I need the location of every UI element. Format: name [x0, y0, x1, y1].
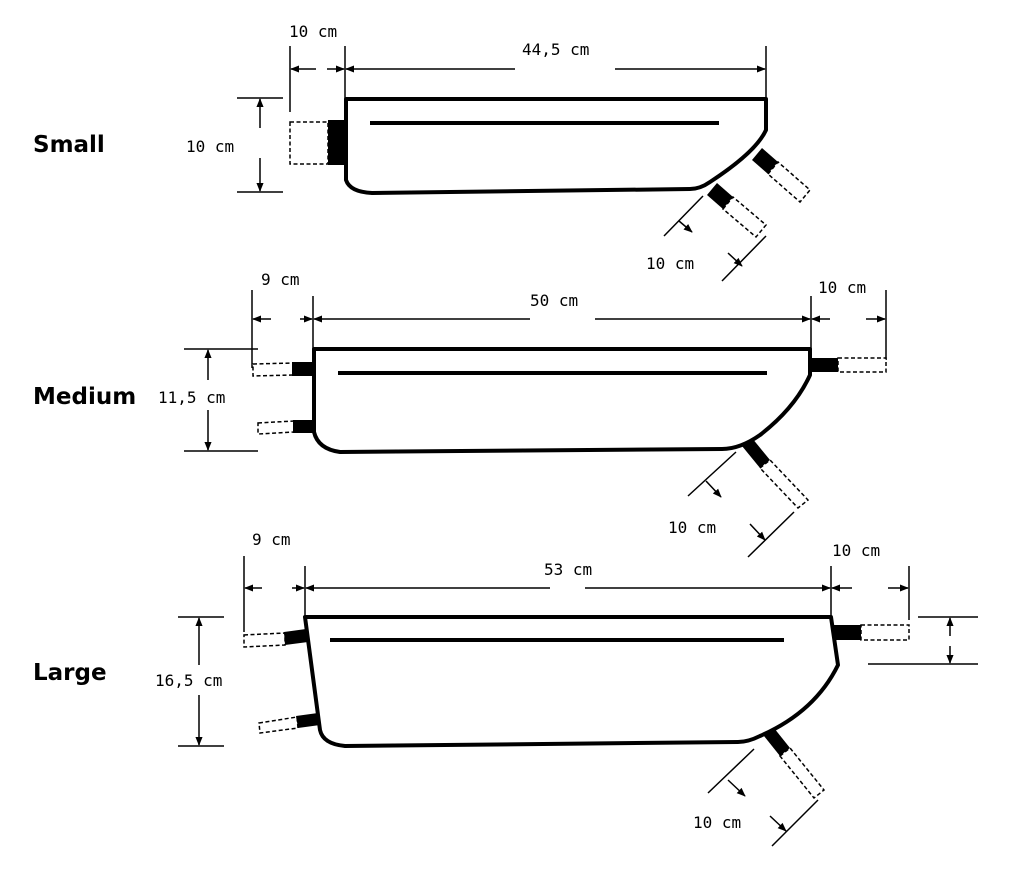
medium-strap-spacing-label: 10 cm	[668, 518, 716, 537]
strap-buckle	[707, 183, 733, 209]
large-strap-spacing-label: 10 cm	[693, 813, 741, 832]
bottom-strap	[778, 746, 826, 800]
front-strap	[258, 716, 299, 734]
medium-rear-offset-label: 10 cm	[818, 278, 866, 297]
small-height-label: 10 cm	[186, 137, 234, 156]
front-strap	[289, 121, 329, 165]
extension-line	[747, 511, 795, 558]
extension-line	[771, 799, 819, 847]
strap-buckle	[764, 728, 790, 756]
strap-buckle	[742, 438, 770, 468]
bottom-strap	[721, 195, 768, 239]
large-rear-offset-label: 10 cm	[832, 541, 880, 560]
large-bag-group: Large 9 cm 53 cm 10 cm 16,5 cm	[33, 530, 978, 847]
extension-line	[663, 195, 704, 237]
front-strap	[243, 632, 286, 648]
rear-strap	[837, 357, 887, 373]
large-height-label: 16,5 cm	[155, 671, 222, 690]
small-length-label: 44,5 cm	[522, 40, 589, 59]
size-label-small: Small	[33, 132, 105, 158]
dimension-arrow	[727, 779, 746, 797]
strap-buckle	[752, 148, 778, 174]
strap-buckle	[284, 629, 308, 645]
strap-buckle	[292, 362, 314, 376]
large-front-offset-label: 9 cm	[252, 530, 291, 549]
medium-bag-group: Medium 9 cm 50 cm 10 cm 11,5 cm	[33, 270, 887, 558]
small-bag-body	[344, 97, 768, 195]
rear-strap	[766, 160, 812, 204]
small-strap-spacing-label: 10 cm	[646, 254, 694, 273]
strap-buckle	[833, 625, 861, 640]
medium-height-label: 11,5 cm	[158, 388, 225, 407]
size-label-medium: Medium	[33, 384, 136, 410]
extension-line	[687, 451, 737, 497]
medium-length-label: 50 cm	[530, 291, 578, 310]
bottom-strap	[758, 458, 810, 510]
strap-buckle	[293, 420, 314, 433]
dimension-arrow	[769, 815, 787, 832]
dimension-arrow	[749, 523, 766, 541]
medium-front-offset-label: 9 cm	[261, 270, 300, 289]
medium-bag-body	[312, 347, 812, 454]
front-strap	[257, 420, 295, 435]
large-bag-body	[303, 615, 840, 748]
large-length-label: 53 cm	[544, 560, 592, 579]
strap-buckle	[328, 120, 346, 165]
dimension-arrow	[705, 480, 722, 498]
rear-strap	[860, 624, 910, 641]
size-label-large: Large	[33, 660, 107, 686]
strap-buckle	[811, 358, 838, 372]
small-bag-group: Small 10 cm 44,5 cm 10 cm 10 cm	[33, 22, 812, 282]
dimension-arrow	[727, 252, 743, 267]
extension-line	[721, 235, 767, 282]
small-strap-offset-label: 10 cm	[289, 22, 337, 41]
extension-line	[707, 748, 755, 794]
dimension-arrow	[678, 220, 693, 233]
strap-buckle	[296, 713, 320, 728]
front-strap	[252, 362, 294, 377]
